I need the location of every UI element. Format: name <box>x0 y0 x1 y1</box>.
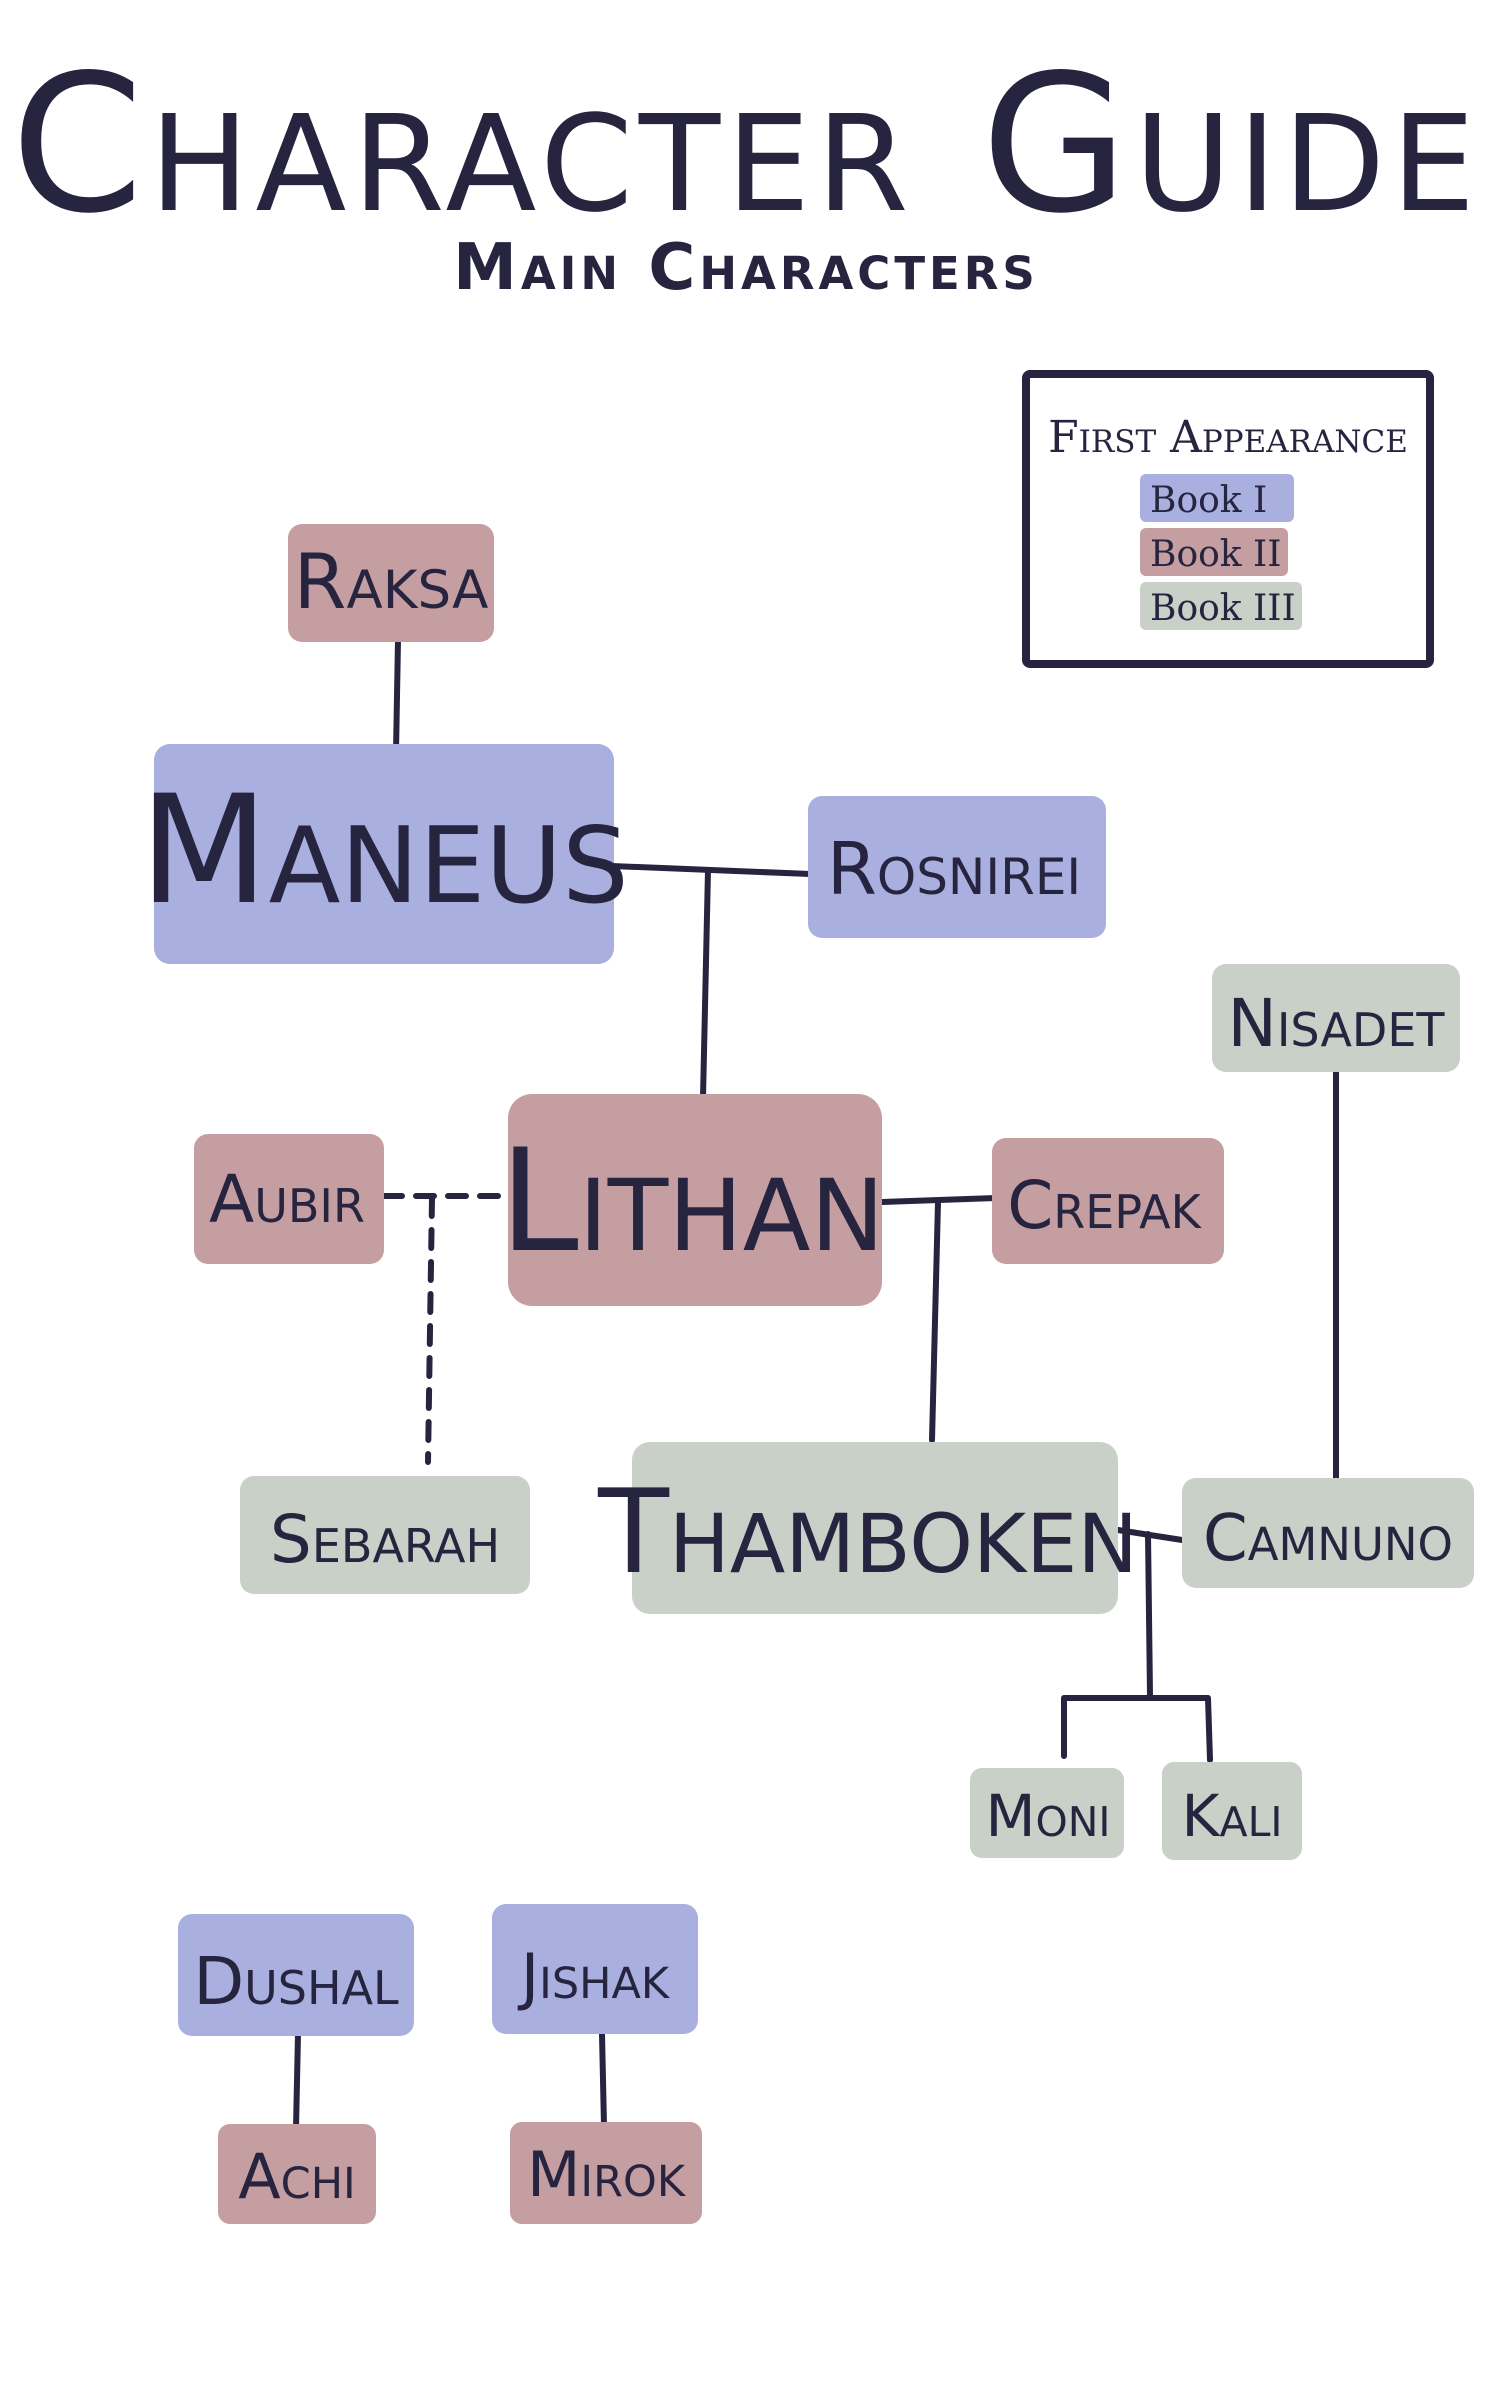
node-box-lithan <box>508 1094 882 1306</box>
character-node-lithan: Lithan <box>499 1094 885 1306</box>
node-box-camnuno <box>1182 1478 1474 1588</box>
connector-raksa-maneus <box>393 637 401 755</box>
character-node-raksa: Raksa <box>288 524 494 642</box>
relationship-connectors <box>293 637 1339 2131</box>
node-label-maneus: Maneus <box>139 764 629 938</box>
legend-heading: First Appearance <box>1048 412 1408 463</box>
node-box-mirok <box>510 2122 702 2224</box>
node-label-aubir: Aubir <box>209 1161 365 1238</box>
node-box-dushal <box>178 1914 414 2036</box>
legend-swatch-book1 <box>1140 474 1294 522</box>
connector-jishak-mirok <box>599 2031 607 2129</box>
first-appearance-legend: First Appearance Book I Book II Book III <box>1022 370 1434 668</box>
character-node-thamboken: Thamboken <box>597 1442 1138 1614</box>
node-label-jishak: Jishak <box>517 1940 671 2013</box>
node-label-rosnirei: Rosnirei <box>827 827 1081 911</box>
character-node-crepak: Crepak <box>992 1138 1224 1264</box>
legend-swatch-book2 <box>1140 528 1288 576</box>
character-node-kali: Kali <box>1162 1762 1302 1860</box>
node-box-achi <box>218 2124 376 2224</box>
node-label-moni: Moni <box>985 1782 1110 1850</box>
node-box-sebarah <box>240 1476 530 1594</box>
connector-lithan-crepak-to-thamboken <box>929 1199 941 1443</box>
legend-label-book1: Book I <box>1150 480 1267 521</box>
node-label-lithan: Lithan <box>499 1119 884 1284</box>
character-node-jishak: Jishak <box>492 1904 698 2034</box>
node-box-jishak <box>492 1904 698 2034</box>
character-node-moni: Moni <box>970 1768 1124 1858</box>
node-box-aubir <box>194 1134 384 1264</box>
character-node-achi: Achi <box>218 2124 376 2224</box>
connector-children-bar <box>1061 1695 1213 1763</box>
node-label-camnuno: Camnuno <box>1203 1502 1453 1576</box>
page-title: Character Guide <box>10 34 1482 255</box>
node-label-mirok: Mirok <box>527 2138 687 2211</box>
connector-aubir-lithan-to-sebarah <box>425 1195 435 1465</box>
character-node-maneus: Maneus <box>139 744 629 964</box>
node-label-raksa: Raksa <box>294 537 489 626</box>
character-node-mirok: Mirok <box>510 2122 702 2224</box>
legend-label-book3: Book III <box>1150 588 1296 629</box>
node-label-thamboken: Thamboken <box>597 1465 1138 1600</box>
node-label-crepak: Crepak <box>1007 1167 1202 1244</box>
connector-dushal-achi <box>293 2031 301 2131</box>
node-box-raksa <box>288 524 494 642</box>
character-node-dushal: Dushal <box>178 1914 414 2036</box>
node-label-dushal: Dushal <box>193 1943 399 2020</box>
node-box-maneus <box>154 744 614 964</box>
connector-thamboken-camnuno-to-children <box>1145 1531 1153 1699</box>
character-node-camnuno: Camnuno <box>1182 1478 1474 1588</box>
legend-item-book1: Book I <box>1140 474 1294 522</box>
character-node-sebarah: Sebarah <box>240 1476 530 1594</box>
legend-label-book2: Book II <box>1150 534 1282 575</box>
node-box-thamboken <box>632 1442 1118 1614</box>
node-box-nisadet <box>1212 964 1460 1072</box>
legend-item-book2: Book II <box>1140 528 1288 576</box>
node-box-kali <box>1162 1762 1302 1860</box>
character-node-aubir: Aubir <box>194 1134 384 1264</box>
node-box-crepak <box>992 1138 1224 1264</box>
node-box-moni <box>970 1768 1124 1858</box>
node-label-achi: Achi <box>238 2140 355 2213</box>
page-subtitle: Main Characters <box>453 231 1039 305</box>
character-node-nisadet: Nisadet <box>1212 964 1460 1072</box>
connector-maneus-rosnirei-to-lithan <box>700 867 711 1101</box>
legend-swatch-book3 <box>1140 582 1302 630</box>
node-box-rosnirei <box>808 796 1106 938</box>
character-node-rosnirei: Rosnirei <box>808 796 1106 938</box>
legend-item-book3: Book III <box>1140 582 1302 630</box>
character-nodes: Raksa Maneus Rosnirei Nisadet Aubir Lith… <box>139 524 1474 2224</box>
node-label-kali: Kali <box>1181 1782 1282 1850</box>
node-label-nisadet: Nisadet <box>1227 985 1445 1062</box>
node-label-sebarah: Sebarah <box>270 1501 500 1578</box>
